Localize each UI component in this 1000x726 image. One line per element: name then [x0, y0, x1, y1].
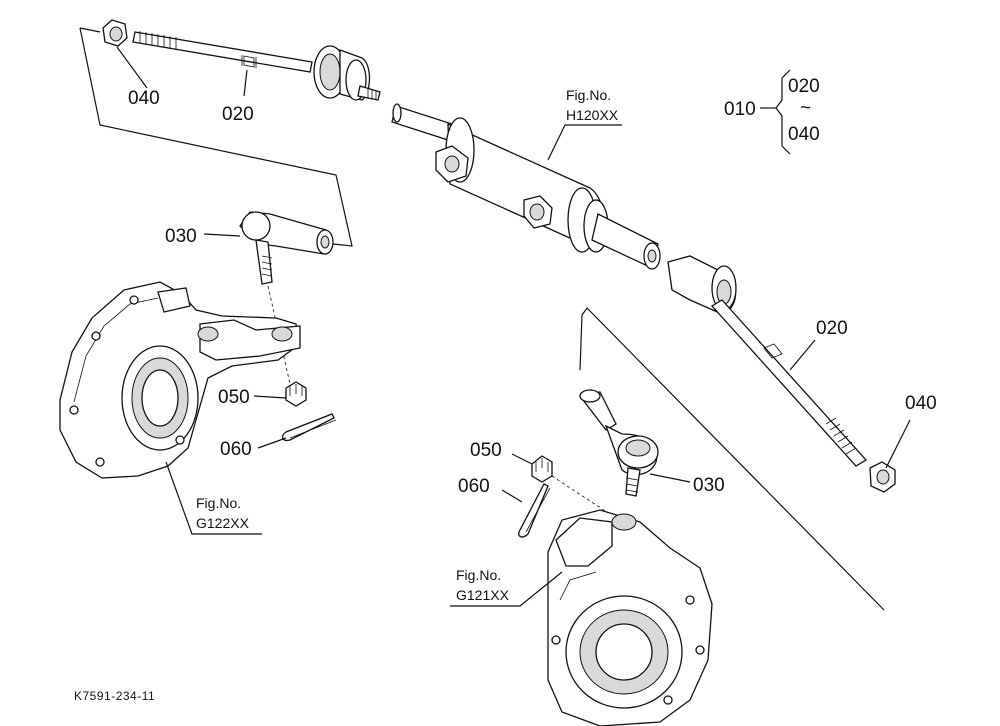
label-060-right: 060: [458, 476, 490, 497]
steering-cylinder: [391, 103, 661, 270]
tie-rod-right: [667, 255, 896, 493]
rod-end-top: [313, 45, 381, 101]
label-030-left: 030: [165, 226, 197, 247]
knuckle-housing-right: [547, 509, 713, 726]
cotter-pin-060-left: [281, 413, 337, 442]
castle-nut-050-right: [531, 455, 553, 483]
knuckle-housing-left: [59, 281, 301, 479]
label-050-left: 050: [218, 387, 250, 408]
nut-040-top: [102, 19, 128, 47]
cylinder-port-right: [523, 195, 553, 229]
label-030-right: 030: [693, 475, 725, 496]
rod-020-top: [132, 31, 313, 73]
nut-040-right: [869, 461, 896, 493]
rod-end-right: [667, 255, 737, 315]
label-040-top: 040: [128, 88, 160, 109]
fig-ref-g122-code: G122XX: [196, 515, 250, 531]
cotter-pin-060-right: [518, 483, 551, 538]
fig-ref-g122-title: Fig.No.: [196, 495, 241, 511]
tie-rod-top: [102, 19, 381, 101]
rod-020-right: [710, 299, 868, 467]
castle-nut-050-left: [285, 381, 307, 407]
label-050-right: 050: [470, 440, 502, 461]
fig-ref-g121-code: G121XX: [456, 587, 510, 603]
rod-end-030-right: [578, 389, 659, 497]
label-060-left: 060: [220, 439, 252, 460]
drawing-code: K7591-234-11: [74, 689, 155, 703]
cylinder-port-left: [435, 145, 469, 183]
label-010-range-tilde: ~: [800, 98, 811, 119]
label-020-top: 020: [222, 104, 254, 125]
label-010: 010: [724, 99, 756, 120]
assembly-bracket-010: [760, 69, 791, 155]
label-010-range-end: 040: [788, 124, 820, 145]
label-040-right: 040: [905, 393, 937, 414]
label-020-right: 020: [816, 318, 848, 339]
label-010-range-start: 020: [788, 76, 820, 97]
rod-end-030-left: [239, 211, 334, 285]
fig-ref-g121-title: Fig.No.: [456, 567, 501, 583]
fig-ref-h120-title: Fig.No.: [566, 87, 611, 103]
fig-ref-h120-code: H120XX: [566, 107, 619, 123]
